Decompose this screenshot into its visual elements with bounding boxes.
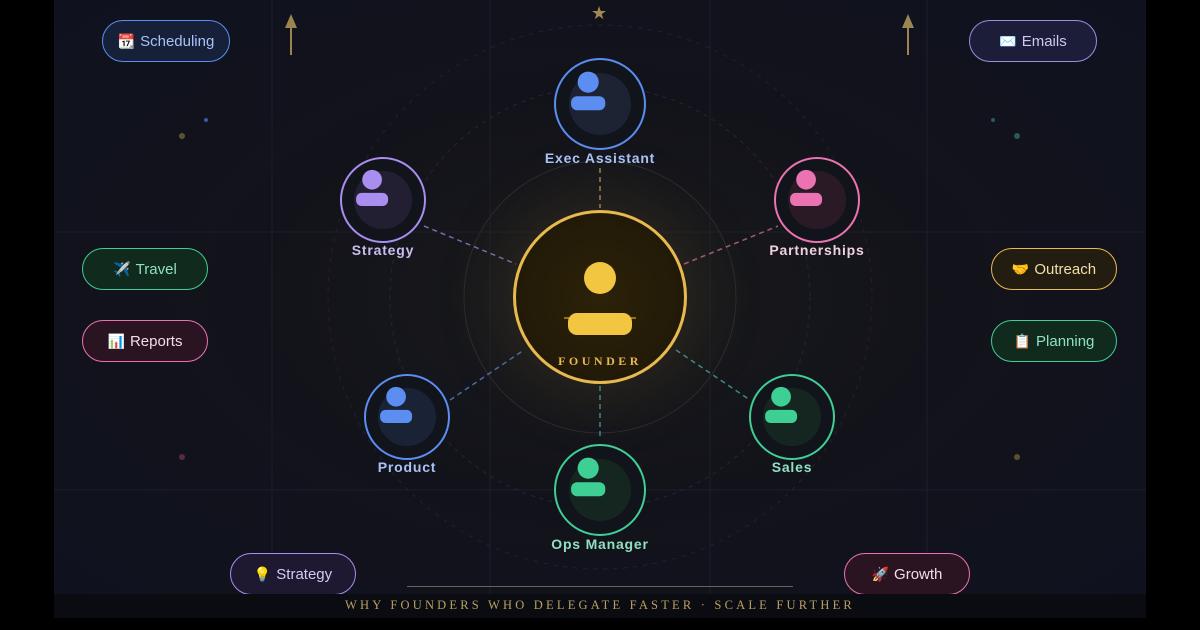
person-icon bbox=[763, 386, 821, 446]
person-icon bbox=[354, 169, 412, 229]
arrow-up-icon-left bbox=[285, 14, 297, 55]
growth-icon: 🚀 bbox=[871, 565, 890, 582]
star-icon: ★ bbox=[591, 3, 608, 23]
reports-icon: 📊 bbox=[107, 332, 125, 349]
task-pill-growth: 🚀Growth bbox=[844, 553, 970, 595]
role-label-strategy: Strategy bbox=[351, 242, 415, 258]
task-label-strategy-task: Strategy bbox=[276, 565, 333, 583]
role-label-sales: Sales bbox=[771, 459, 813, 475]
task-pill-travel: ✈️Travel bbox=[82, 248, 208, 290]
person-icon bbox=[569, 457, 631, 521]
scheduling-icon: 📆 bbox=[117, 32, 136, 49]
task-label-scheduling: Scheduling bbox=[140, 32, 215, 50]
task-label-travel: Travel bbox=[135, 260, 177, 278]
founder-label: FOUNDER bbox=[558, 354, 642, 368]
task-pill-emails: ✉️Emails bbox=[969, 20, 1097, 62]
footer-bar bbox=[54, 594, 1146, 618]
task-label-emails: Emails bbox=[1021, 32, 1067, 50]
person-icon bbox=[788, 169, 846, 229]
emails-icon: ✉️ bbox=[999, 32, 1017, 49]
task-label-planning: Planning bbox=[1036, 332, 1095, 350]
founder-node: FOUNDER bbox=[513, 210, 687, 384]
task-label-reports: Reports bbox=[129, 332, 183, 350]
strategy-task-icon: 💡 bbox=[253, 565, 272, 582]
role-node-exec-assistant bbox=[554, 58, 646, 150]
role-node-strategy bbox=[340, 157, 426, 243]
task-pill-planning: 📋Planning bbox=[991, 320, 1117, 362]
decorative-dots bbox=[179, 118, 1020, 460]
person-icon bbox=[569, 71, 631, 135]
outreach-icon: 🤝 bbox=[1011, 260, 1030, 277]
task-pill-outreach: 🤝Outreach bbox=[991, 248, 1117, 290]
role-node-partnerships bbox=[774, 157, 860, 243]
role-label-partnerships: Partnerships bbox=[769, 242, 865, 258]
role-node-product bbox=[364, 374, 450, 460]
task-label-growth: Growth bbox=[894, 565, 943, 583]
task-label-outreach: Outreach bbox=[1034, 260, 1097, 278]
footer-divider bbox=[407, 586, 793, 587]
planning-icon: 📋 bbox=[1013, 332, 1032, 349]
role-label-ops-manager: Ops Manager bbox=[551, 536, 649, 552]
arrow-up-icon-right bbox=[902, 14, 914, 55]
task-pill-strategy-task: 💡Strategy bbox=[230, 553, 356, 595]
role-label-exec-assistant: Exec Assistant bbox=[544, 150, 656, 166]
task-pill-reports: 📊Reports bbox=[82, 320, 208, 362]
founder-person-icon bbox=[564, 262, 636, 335]
role-label-product: Product bbox=[377, 459, 437, 475]
footer-tagline: WHY FOUNDERS WHO DELEGATE FASTER · SCALE… bbox=[345, 598, 855, 612]
task-pill-scheduling: 📆Scheduling bbox=[102, 20, 230, 62]
role-node-ops-manager bbox=[554, 444, 646, 536]
travel-icon: ✈️ bbox=[113, 260, 131, 277]
role-node-sales bbox=[749, 374, 835, 460]
connector-lines bbox=[423, 168, 779, 438]
person-icon bbox=[378, 386, 436, 446]
